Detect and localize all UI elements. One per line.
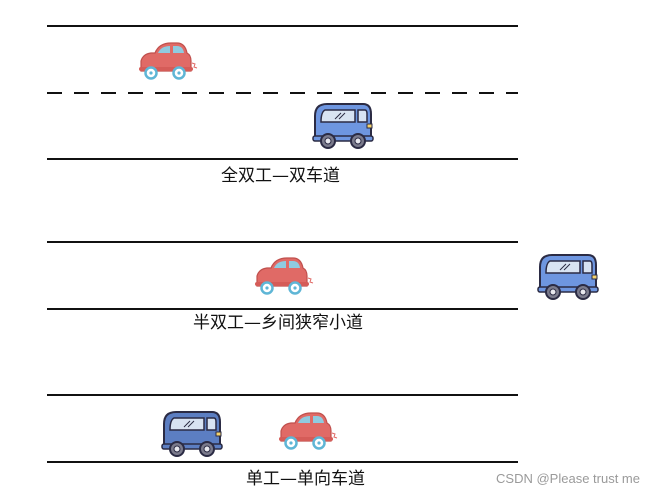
simplex-caption: 单工—单向车道: [246, 469, 365, 489]
blue-van-icon: [537, 254, 599, 300]
blue-van-icon: [312, 103, 374, 149]
watermark: CSDN @Please trust me: [496, 471, 640, 486]
full-duplex-caption: 全双工—双车道: [221, 166, 340, 186]
red-car-icon: [137, 41, 199, 80]
red-car-icon: [277, 411, 339, 450]
dark-blue-van-icon: [161, 411, 223, 457]
half-duplex-caption: 半双工—乡间狭窄小道: [193, 313, 363, 333]
red-car-icon: [253, 256, 315, 295]
